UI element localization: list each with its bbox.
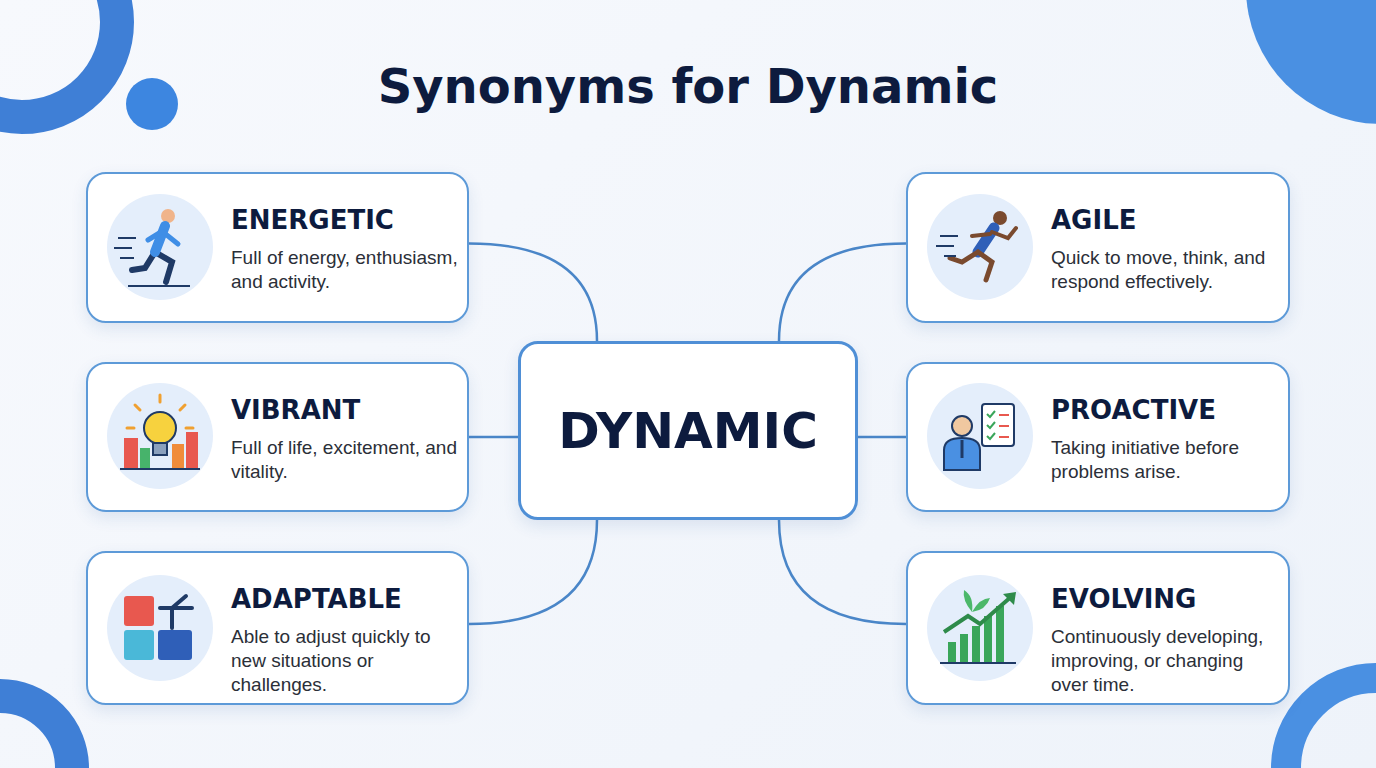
connector-line [779,244,906,342]
icon-tie [961,440,964,458]
icon-body [944,438,980,470]
icon-bulb [144,412,176,444]
corner-ring [1286,678,1376,768]
icon-speedlines [936,236,958,256]
node-heading: DYNAMIC [558,402,818,460]
connector-line [469,244,597,342]
node-description: Quick to move, think, and respond effect… [1051,246,1283,294]
connector-line [779,520,906,624]
icon-legs [950,252,992,280]
icon-trend-head [1003,592,1016,605]
icon-clipboard [982,404,1014,446]
runner-icon [107,194,213,300]
icon-building [124,438,138,468]
icon-circle [107,383,213,489]
synonym-card: ADAPTABLE Able to adjust quickly to new s… [86,551,469,705]
icon-legs [132,226,172,282]
node-description: Able to adjust quickly to new situations… [231,625,463,697]
node-heading: ADAPTABLE [231,583,455,615]
icon-torso [978,228,994,252]
icon-arms [148,232,178,244]
node-heading: ENERGETIC [231,204,455,236]
synonym-card: VIBRANT Full of life, excitement, and vit… [86,362,469,512]
node-heading: EVOLVING [1051,583,1276,615]
connector-line [469,520,597,624]
icon-head [993,211,1007,225]
node-description: Full of life, excitement, and vitality. [231,436,463,484]
icon-bar [948,642,956,662]
icon-puzzle-piece [124,596,154,626]
node-description: Continuously developing, improving, or c… [1051,625,1283,697]
icon-speedlines [114,238,190,286]
diagram-title: Synonyms for Dynamic [0,58,1376,114]
icon-circle [107,575,213,681]
icon-building [186,432,198,468]
icon-head [161,209,175,223]
puzzle-icon [107,575,213,681]
synonym-card: AGILE Quick to move, think, and respond e… [906,172,1290,323]
connector-line [469,436,518,439]
icon-trend [944,596,1012,632]
icon-head [952,416,972,436]
icon-bar [996,606,1004,662]
node-description: Full of energy, enthusiasm, and activity… [231,246,463,294]
node-description: Taking initiative before problems arise. [1051,436,1283,484]
synonym-card: PROACTIVE Taking initiative before proble… [906,362,1290,512]
icon-circle [927,383,1033,489]
synonym-card: EVOLVING Continuously developing, improvi… [906,551,1290,705]
icon-list-lines [999,415,1009,437]
icon-building [140,448,150,468]
icon-bulb-base [153,443,167,455]
icon-leaves [964,590,990,612]
clipboard-person-icon [927,383,1033,489]
node-heading: VIBRANT [231,394,455,426]
icon-puzzle-piece [158,630,192,660]
corner-ring [0,0,117,117]
corner-dot [126,78,178,130]
icon-rays [127,395,193,428]
icon-bar [984,616,992,662]
icon-bar [972,626,980,662]
icon-arrows [160,596,192,628]
icon-circle [107,194,213,300]
synonym-card: ENERGETIC Full of energy, enthusiasm, and… [86,172,469,323]
icon-arms [972,228,1016,238]
icon-ground [940,662,1016,664]
icon-puzzle-piece [124,630,154,660]
corner-circle [1246,0,1376,124]
growth-chart-icon [927,575,1033,681]
node-heading: PROACTIVE [1051,394,1276,426]
icon-building [172,444,184,468]
icon-circle [927,575,1033,681]
icon-bar [960,634,968,662]
center-box: DYNAMIC [518,341,858,520]
icon-checks [987,411,995,439]
sprinter-icon [927,194,1033,300]
bulb-city-icon [107,383,213,489]
corner-ring [0,696,72,768]
icon-torso [155,226,165,252]
icon-ground [120,468,200,470]
node-heading: AGILE [1051,204,1276,236]
icon-circle [927,194,1033,300]
connector-line [858,436,906,439]
